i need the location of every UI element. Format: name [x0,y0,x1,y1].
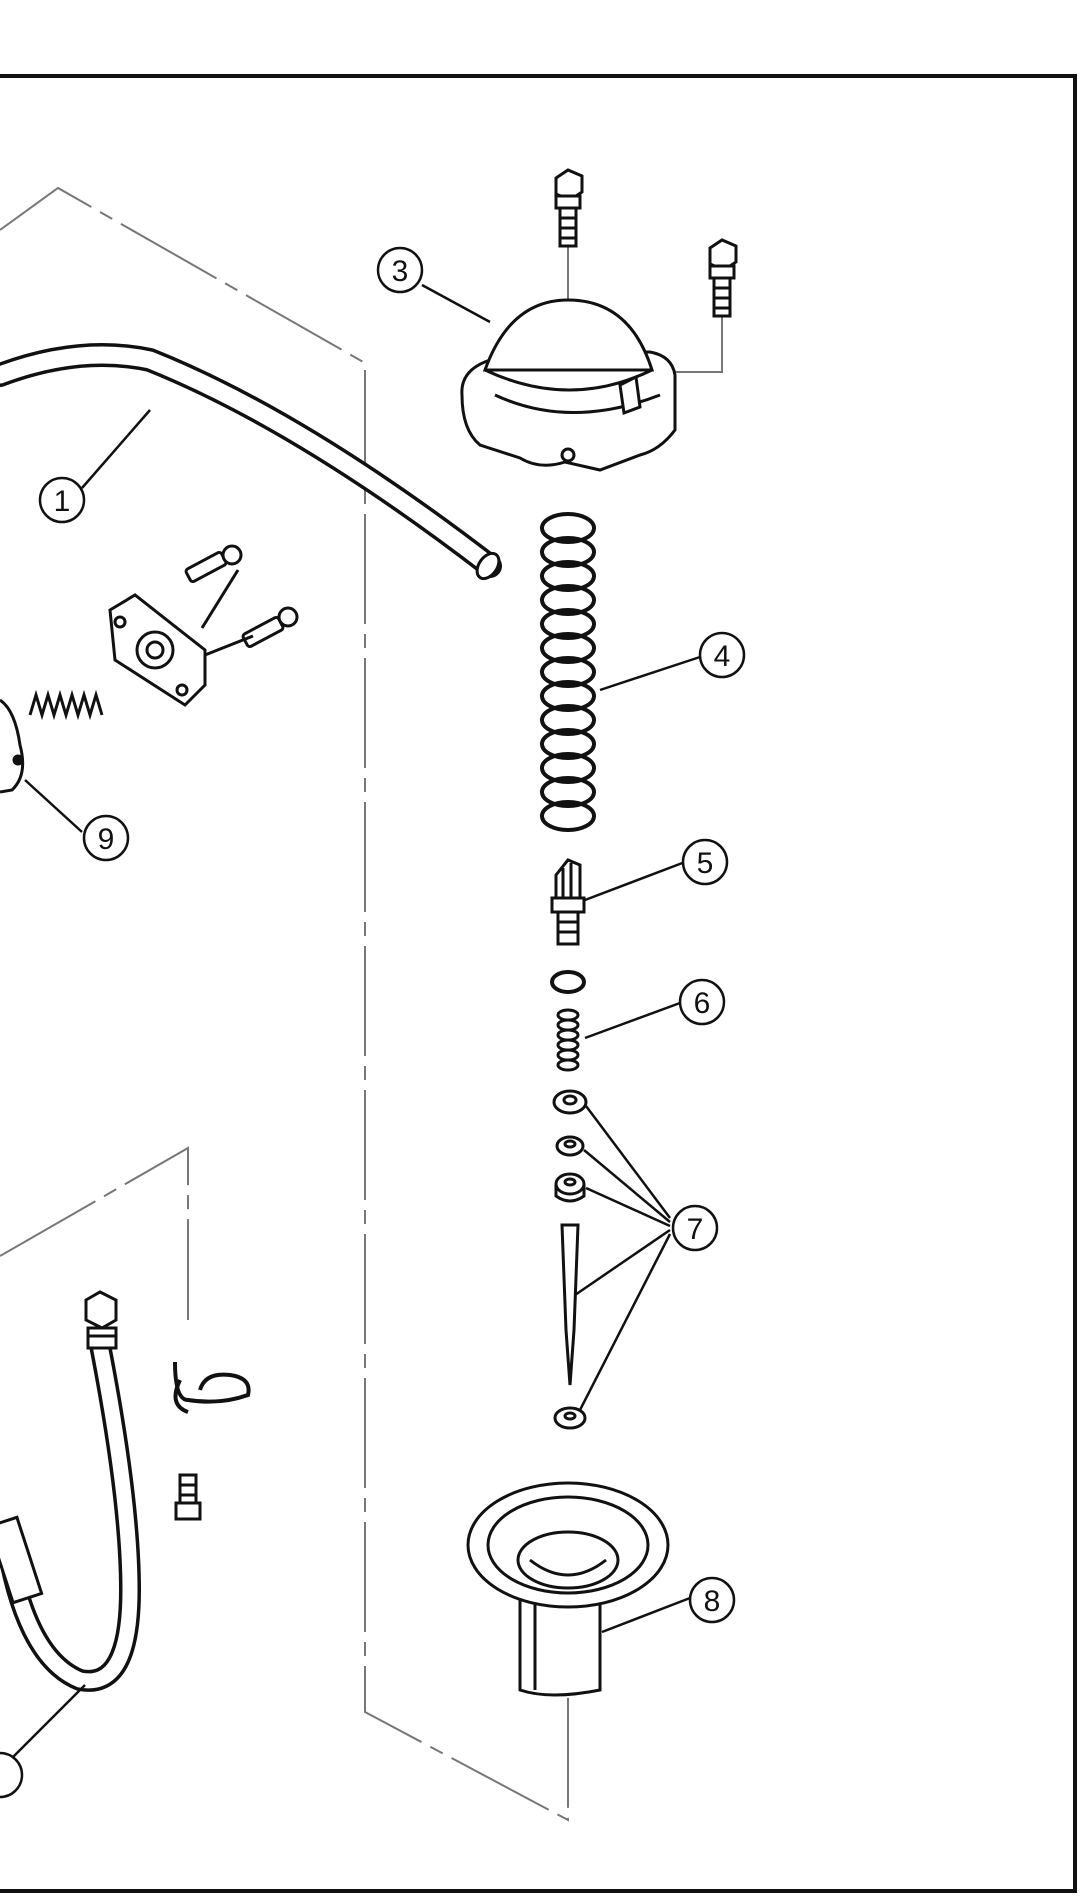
fuel-line-part [0,1342,142,1692]
needle-spring-part [556,1008,580,1072]
o-ring-part [550,970,586,994]
callout-7: 7 [671,1204,719,1252]
clamp-screw-part [174,1473,202,1521]
vacuum-piston-part [466,1481,670,1697]
svg-text:1: 1 [54,485,71,518]
fuel-hose-part [0,343,502,581]
svg-text:3: 3 [392,255,409,288]
callout-1: 1 [38,476,86,524]
callout-9: 9 [82,814,130,862]
small-spring-part [28,689,104,721]
large-spring-part [540,512,596,832]
callout-4: 4 [698,631,746,679]
svg-text:4: 4 [714,640,731,673]
svg-text:5: 5 [697,847,714,880]
cover-screws [554,168,738,318]
callout-3: 3 [376,246,424,294]
svg-text:6: 6 [694,987,711,1020]
diaphragm-part [0,698,25,794]
jet-needle-set-part [552,1089,588,1430]
leader-lines [9,283,701,1761]
hose-fitting-part [0,1290,118,1605]
vacuum-cover-part [108,544,299,707]
callout-partial [0,1751,24,1799]
callout-8: 8 [688,1576,736,1624]
needle-holder-part [550,858,586,946]
callout-6: 6 [678,978,726,1026]
svg-text:7: 7 [687,1213,704,1246]
svg-text:8: 8 [704,1585,721,1618]
carburetor-cover-part [460,298,677,472]
callout-5: 5 [681,838,729,886]
svg-text:9: 9 [98,823,115,856]
hose-clamp-part [173,1361,251,1414]
